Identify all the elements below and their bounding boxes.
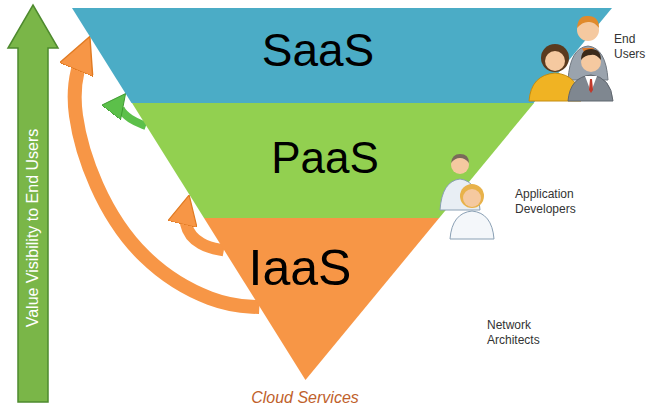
band-text-block: PaaS bbox=[271, 134, 379, 182]
band-text-block: IaaS bbox=[249, 241, 352, 296]
role-label: Network Architects bbox=[487, 318, 557, 348]
role-label: Application Developers bbox=[515, 187, 599, 217]
iaas-band: IaaS bbox=[204, 218, 439, 380]
band-title: PaaS bbox=[271, 134, 379, 182]
band-text-block: SaaS bbox=[262, 25, 375, 76]
developers-icon bbox=[440, 154, 494, 239]
band-fill bbox=[132, 103, 534, 218]
caption: Cloud Services bbox=[251, 389, 359, 407]
band-title: SaaS bbox=[262, 25, 375, 76]
end-users-icon bbox=[529, 16, 613, 101]
saas-band: SaaS bbox=[72, 8, 612, 103]
band-fill bbox=[72, 8, 612, 103]
band-title: IaaS bbox=[249, 241, 352, 296]
band-fill bbox=[204, 218, 439, 380]
role-label: End Users bbox=[614, 32, 656, 62]
value-axis-label: Value Visibility to End Users bbox=[23, 129, 43, 328]
value-arrow-shape bbox=[8, 5, 58, 402]
